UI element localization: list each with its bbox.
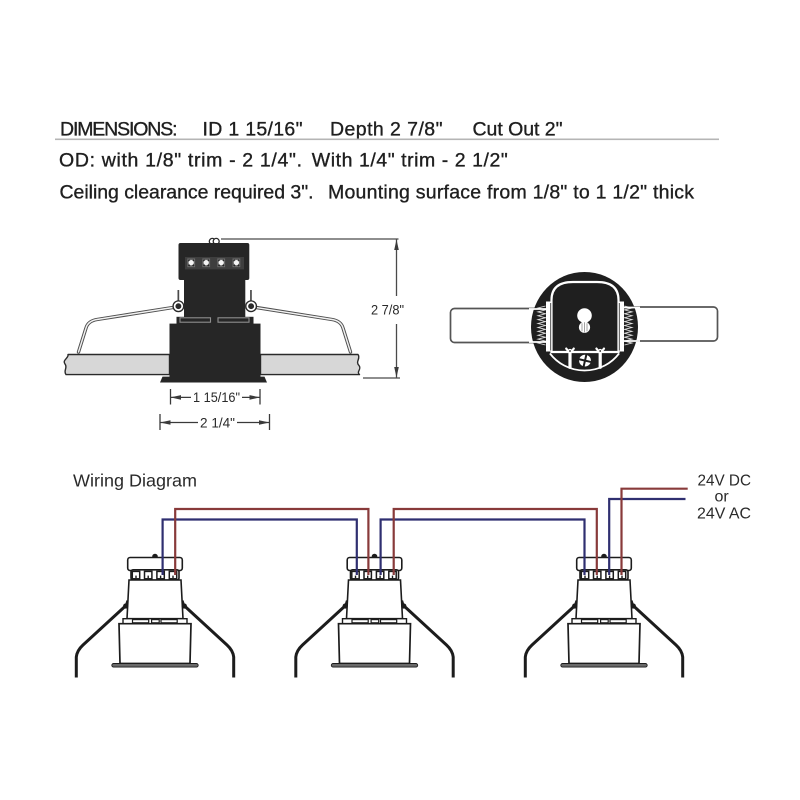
svg-text:or: or	[715, 489, 730, 506]
svg-text:Mounting surface from 1/8" to: Mounting surface from 1/8" to 1 1/2" thi…	[328, 182, 694, 204]
svg-text:2 1/4": 2 1/4"	[200, 416, 235, 431]
svg-text:Cut Out 2": Cut Out 2"	[473, 119, 563, 141]
svg-text:24V AC: 24V AC	[697, 506, 751, 523]
svg-text:2 7/8": 2 7/8"	[371, 303, 404, 318]
svg-text:DIMENSIONS:: DIMENSIONS:	[60, 119, 178, 141]
svg-text:Wiring Diagram: Wiring Diagram	[73, 471, 197, 491]
svg-text:Depth 2 7/8": Depth 2 7/8"	[330, 119, 443, 141]
svg-text:ID 1 15/16": ID 1 15/16"	[203, 119, 303, 141]
svg-text:1 15/16": 1 15/16"	[193, 390, 240, 405]
svg-text:24V DC: 24V DC	[698, 473, 752, 490]
svg-text:Ceiling clearance required 3".: Ceiling clearance required 3".	[60, 182, 314, 204]
svg-text:OD: with 1/8" trim - 2 1/4".: OD: with 1/8" trim - 2 1/4".	[59, 150, 302, 172]
svg-text:With 1/4" trim - 2 1/2": With 1/4" trim - 2 1/2"	[312, 150, 508, 172]
